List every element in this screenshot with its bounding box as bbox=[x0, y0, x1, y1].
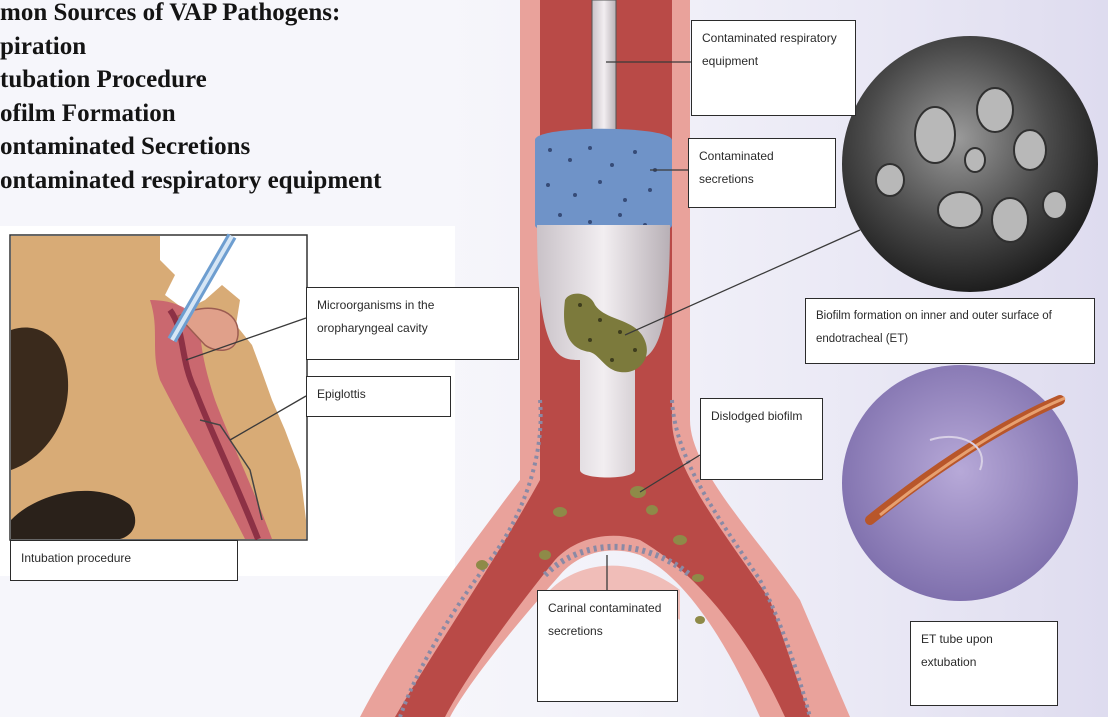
callout-label: Intubation procedure bbox=[21, 551, 131, 565]
source-item-biofilm: ofilm Formation bbox=[0, 97, 381, 131]
vap-sources-heading: mon Sources of VAP Pathogens: bbox=[0, 0, 381, 30]
callout-label: Contaminated secretions bbox=[699, 149, 774, 186]
tube-cuff bbox=[535, 129, 672, 237]
callout-et-tube-extubation: ET tube upon extubation bbox=[910, 621, 1058, 706]
callout-label: Contaminated respiratory equipment bbox=[702, 31, 837, 68]
callout-microorganisms: Microorganisms in the oropharyngeal cavi… bbox=[306, 287, 519, 360]
callout-carinal-secretions: Carinal contaminated secretions bbox=[537, 590, 678, 702]
source-item-equipment: ontaminated respiratory equipment bbox=[0, 164, 381, 198]
callout-label: ET tube upon extubation bbox=[921, 632, 993, 669]
vap-sources-list: mon Sources of VAP Pathogens: piration t… bbox=[0, 0, 381, 197]
callout-label: Microorganisms in the oropharyngeal cavi… bbox=[317, 298, 434, 335]
source-item-secretions: ontaminated Secretions bbox=[0, 130, 381, 164]
callout-label: Epiglottis bbox=[317, 387, 366, 401]
callout-dislodged-biofilm: Dislodged biofilm bbox=[700, 398, 823, 480]
extubated-tube-photo bbox=[842, 365, 1078, 601]
source-item-aspiration: piration bbox=[0, 30, 381, 64]
callout-label: Dislodged biofilm bbox=[711, 409, 802, 423]
callout-contaminated-equipment: Contaminated respiratory equipment bbox=[691, 20, 856, 116]
callout-label: Biofilm formation on inner and outer sur… bbox=[816, 310, 1052, 345]
biofilm-micrograph bbox=[842, 36, 1098, 292]
callout-epiglottis: Epiglottis bbox=[306, 376, 451, 417]
source-item-intubation: tubation Procedure bbox=[0, 63, 381, 97]
callout-biofilm-formation: Biofilm formation on inner and outer sur… bbox=[805, 298, 1095, 364]
callout-contaminated-secretions: Contaminated secretions bbox=[688, 138, 836, 208]
callout-label: Carinal contaminated secretions bbox=[548, 601, 661, 638]
callout-intubation-procedure: Intubation procedure bbox=[10, 540, 238, 581]
